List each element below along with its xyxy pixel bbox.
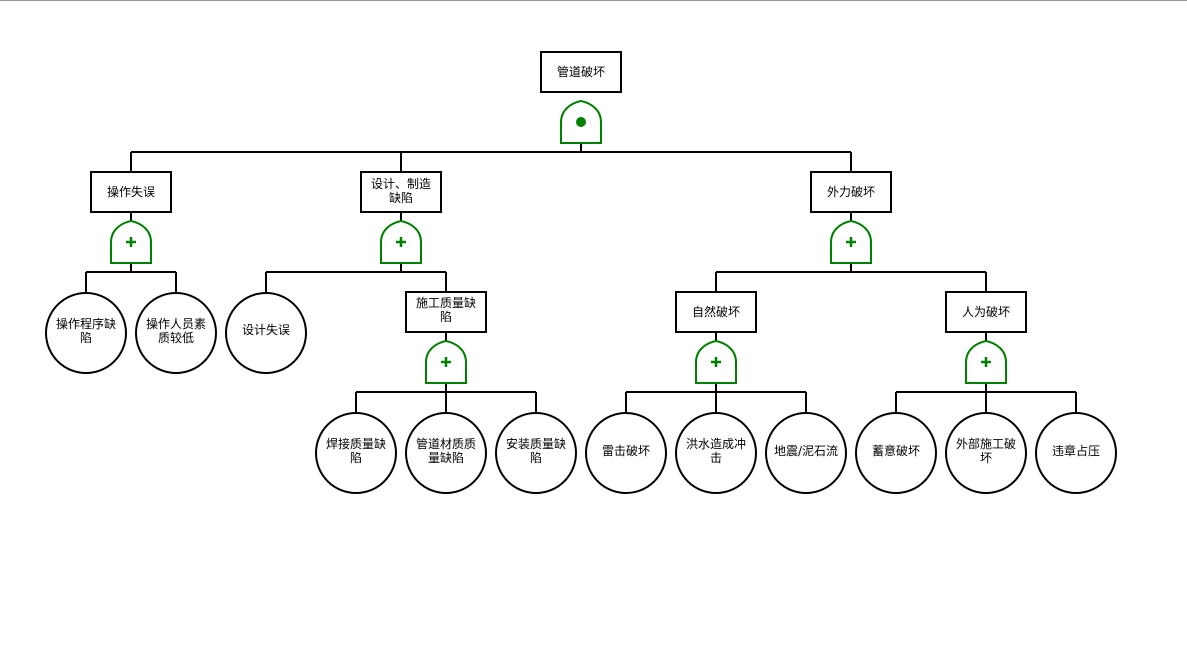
- or-gate-plus-icon: [981, 357, 991, 367]
- event-label: 地震/泥石流: [774, 444, 838, 458]
- event-label-line-2: 陷: [80, 330, 92, 345]
- basic-event-procedure-defect[interactable]: 操作程序缺 陷: [45, 292, 127, 374]
- basic-event-third-party-construction[interactable]: 外部施工破 坏: [945, 412, 1027, 494]
- event-label: 操作失误: [107, 184, 155, 199]
- or-gate-design-defect[interactable]: [380, 219, 422, 264]
- or-gate-plus-icon: [846, 237, 856, 247]
- or-gate-plus-icon: [441, 357, 451, 367]
- event-label: 外力破坏: [827, 184, 875, 199]
- basic-event-staff-quality[interactable]: 操作人员素 质较低: [135, 292, 217, 374]
- event-label-line-2: 量缺陷: [428, 450, 464, 465]
- event-label: 自然破坏: [692, 304, 740, 319]
- event-operation-error[interactable]: 操作失误: [90, 171, 172, 213]
- event-label-line-1: 管道材质质: [416, 436, 476, 451]
- event-label-line-1: 洪水造成冲: [686, 436, 746, 451]
- basic-event-material-defect[interactable]: 管道材质质 量缺陷: [405, 412, 487, 494]
- basic-event-design-error[interactable]: 设计失误: [225, 292, 307, 374]
- or-gate-operation-error[interactable]: [110, 219, 152, 264]
- event-label-line-1: 操作程序缺: [56, 316, 116, 331]
- or-gate-human-damage[interactable]: [965, 339, 1007, 384]
- event-natural-damage[interactable]: 自然破坏: [675, 291, 757, 333]
- or-gate-plus-icon: [396, 237, 406, 247]
- basic-event-lightning[interactable]: 雷击破坏: [585, 412, 667, 494]
- or-gate-construction-defect[interactable]: [425, 339, 467, 384]
- event-label-line-2: 陷: [350, 450, 362, 465]
- basic-event-install-defect[interactable]: 安装质量缺 陷: [495, 412, 577, 494]
- event-label-line-2: 击: [710, 451, 722, 465]
- event-label: 人为破坏: [962, 304, 1010, 319]
- event-label-line-1: 设计、制造: [371, 177, 431, 191]
- top-border: [0, 0, 1187, 1]
- event-label: 违章占压: [1052, 443, 1100, 458]
- event-label-line-1: 安装质量缺: [506, 436, 566, 451]
- event-label-line-2: 质较低: [158, 330, 194, 345]
- event-label-line-2: 陷: [530, 450, 542, 465]
- basic-event-illegal-occupation[interactable]: 违章占压: [1035, 412, 1117, 494]
- event-label: 管道破坏: [557, 64, 605, 79]
- event-label: 雷击破坏: [602, 443, 650, 458]
- event-human-damage[interactable]: 人为破坏: [945, 291, 1027, 333]
- or-gate-natural-damage[interactable]: [695, 339, 737, 384]
- event-label-line-2: 陷: [440, 309, 452, 324]
- event-label-line-1: 施工质量缺: [416, 295, 476, 310]
- event-label-line-1: 外部施工破: [956, 436, 1016, 451]
- event-label-line-2: 缺陷: [389, 190, 413, 205]
- connector-lines: [85, 143, 1077, 413]
- event-label: 设计失误: [242, 322, 290, 337]
- and-gate-pipeline-failure[interactable]: [560, 99, 602, 144]
- event-label-line-2: 坏: [980, 451, 992, 465]
- event-label: 蓄意破坏: [872, 443, 920, 458]
- basic-event-flood[interactable]: 洪水造成冲 击: [675, 412, 757, 494]
- event-label-line-1: 操作人员素: [146, 316, 206, 331]
- and-gate-dot-icon: [576, 117, 586, 127]
- event-pipeline-failure[interactable]: 管道破坏: [540, 51, 622, 93]
- or-gate-plus-icon: [711, 357, 721, 367]
- basic-event-earthquake[interactable]: 地震/泥石流: [765, 412, 847, 494]
- event-external-damage[interactable]: 外力破坏: [810, 171, 892, 213]
- event-label-line-1: 焊接质量缺: [326, 436, 386, 451]
- or-gate-plus-icon: [126, 237, 136, 247]
- or-gate-external-damage[interactable]: [830, 219, 872, 264]
- event-design-manufacturing-defect[interactable]: 设计、制造 缺陷: [360, 171, 442, 213]
- basic-event-welding-defect[interactable]: 焊接质量缺 陷: [315, 412, 397, 494]
- basic-event-deliberate-damage[interactable]: 蓄意破坏: [855, 412, 937, 494]
- event-construction-quality-defect[interactable]: 施工质量缺 陷: [405, 291, 487, 333]
